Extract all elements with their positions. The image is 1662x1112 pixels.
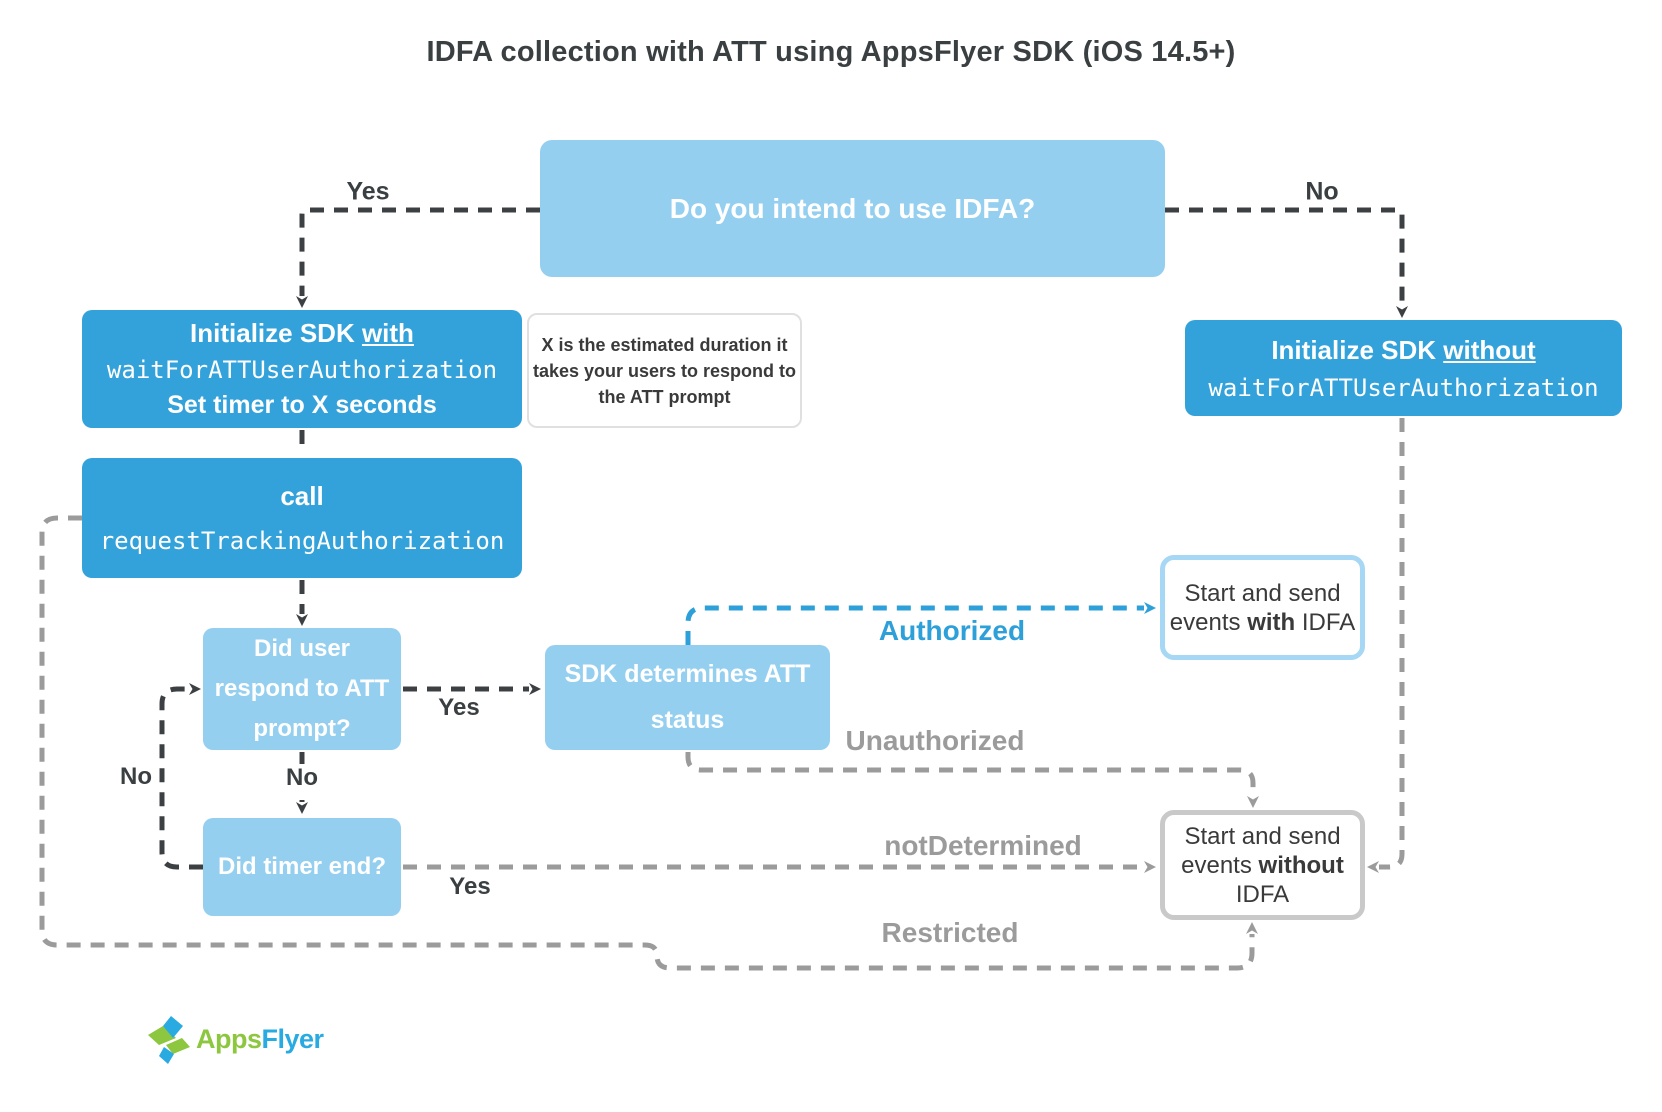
edge-label-unauthorized: Unauthorized (845, 725, 1025, 756)
edge-didtimer-loop-back (159, 683, 203, 870)
node-question-label: Do you intend to use IDFA? (669, 192, 1036, 224)
call-code: requestTrackingAuthorization (99, 527, 505, 555)
diagram-title: IDFA collection with ATT using AppsFlyer… (426, 36, 1236, 68)
edge-label-no-top: No (1305, 177, 1339, 206)
node-send-events-without-idfa: Start and send events without IDFA (1160, 810, 1365, 920)
edge-label-no-timer: No (120, 763, 152, 790)
init-with-code: waitForATTUserAuthorization (106, 356, 498, 384)
node-did-timer-end: Did timer end? (203, 818, 401, 916)
edge-unauthorized (685, 752, 1259, 808)
node-did-user-respond: Did user respond to ATT prompt? (203, 628, 401, 750)
edge-label-yes-user: Yes (438, 694, 480, 721)
node-call-request-tracking: call requestTrackingAuthorization (82, 458, 522, 578)
node-init-sdk-with: Initialize SDK with waitForATTUserAuthor… (82, 310, 522, 428)
init-without-heading: Initialize SDK without (1271, 334, 1536, 365)
node-timer-note: X is the estimated duration it takes you… (527, 313, 802, 428)
appsflyer-logo-text: AppsFlyer (196, 1023, 324, 1054)
init-with-subtext: Set timer to X seconds (167, 391, 437, 419)
edge-label-yes-top: Yes (346, 177, 390, 206)
edge-restricted (39, 515, 1258, 971)
appsflyer-logo-mark (148, 1016, 190, 1064)
edge-label-yes-timer: Yes (449, 873, 491, 900)
timer-note-line: takes your users to respond to (532, 360, 797, 381)
edge-label-restricted: Restricted (881, 917, 1019, 948)
edge-yes-top (296, 207, 540, 308)
edge-authorized (685, 602, 1156, 645)
timer-note-line: X is the estimated duration it (541, 334, 788, 355)
node-init-sdk-without: Initialize SDK without waitForATTUserAut… (1185, 320, 1622, 416)
init-with-heading: Initialize SDK with (190, 318, 414, 348)
edge-no-top (1165, 207, 1408, 318)
edge-label-notdetermined: notDetermined (884, 830, 1082, 861)
edge-initwithout-down (1367, 418, 1405, 873)
appsflyer-logo: AppsFlyer (146, 1014, 324, 1064)
edge-label-authorized: Authorized (878, 615, 1026, 646)
edge-label-no-user: No (281, 764, 323, 792)
init-without-code: waitForATTUserAuthorization (1208, 373, 1599, 402)
node-question-use-idfa: Do you intend to use IDFA? (540, 140, 1165, 277)
node-send-events-with-idfa: Start and send events with IDFA (1160, 555, 1365, 660)
call-heading: call (280, 481, 324, 511)
timer-note-line: the ATT prompt (598, 386, 731, 407)
node-sdk-determines-att: SDK determines ATT status (545, 645, 830, 750)
